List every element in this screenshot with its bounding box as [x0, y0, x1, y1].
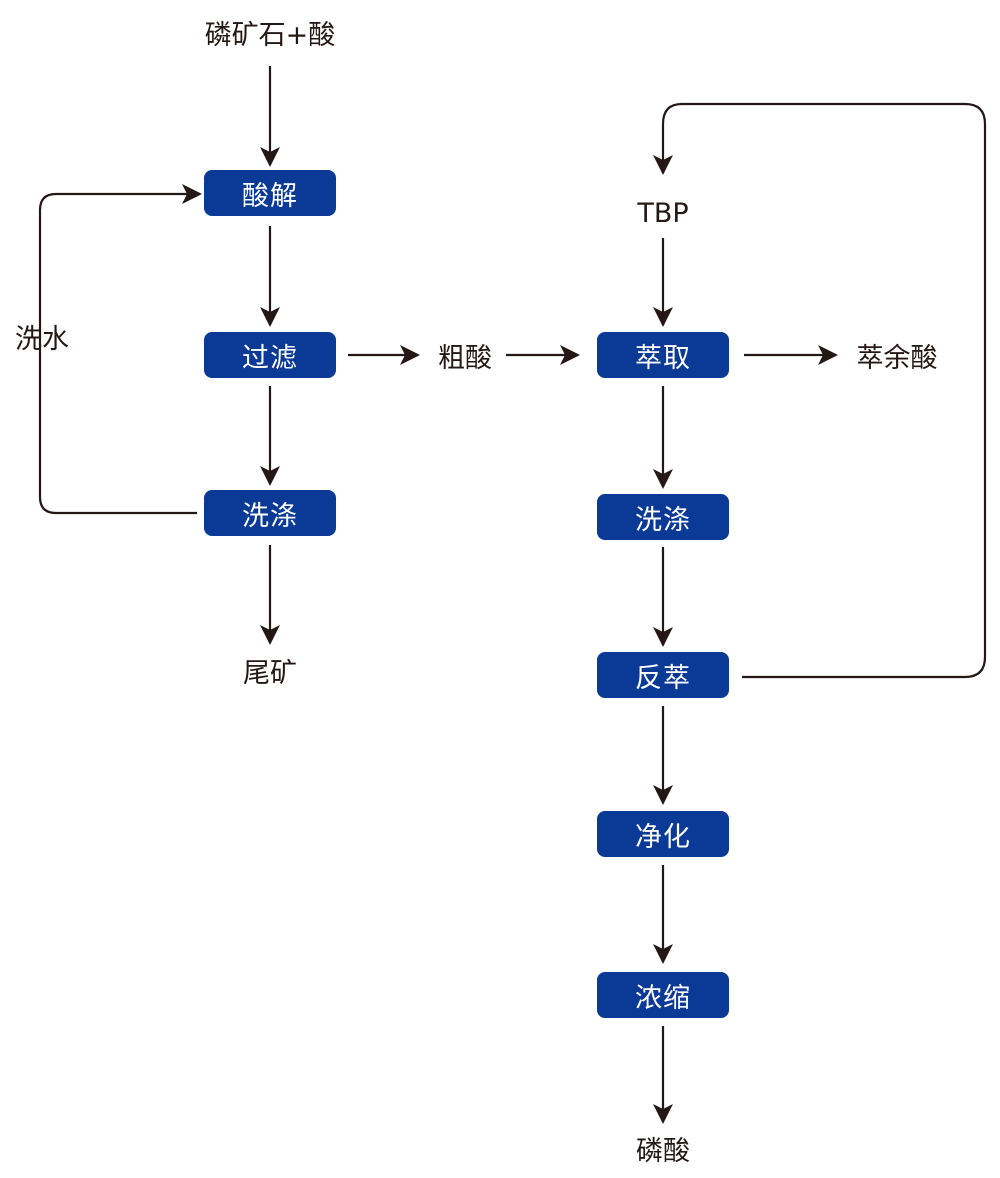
wash-water-label: 洗水	[15, 323, 69, 355]
crude-acid-label: 粗酸	[438, 342, 492, 374]
filtration-step: 过滤	[204, 332, 336, 378]
extraction-step: 萃取	[597, 332, 729, 378]
washing-step-left: 洗涤	[204, 490, 336, 536]
edge-wash-water-recycle	[38, 184, 202, 515]
raw-material-input-label: 磷矿石+酸	[204, 19, 336, 51]
raffinate-acid-label: 萃余酸	[856, 342, 938, 374]
acid-leach-step: 酸解	[204, 170, 336, 216]
concentration-step: 浓缩	[597, 972, 729, 1018]
washing-step-right: 洗涤	[597, 494, 729, 540]
purification-step: 净化	[597, 811, 729, 857]
stripping-step: 反萃	[597, 652, 729, 698]
phosphoric-acid-product-label: 磷酸	[636, 1135, 690, 1167]
tailings-output-label: 尾矿	[243, 657, 297, 689]
tbp-solvent-label: TBP	[637, 197, 689, 229]
edge-tbp-recycle	[653, 102, 987, 679]
